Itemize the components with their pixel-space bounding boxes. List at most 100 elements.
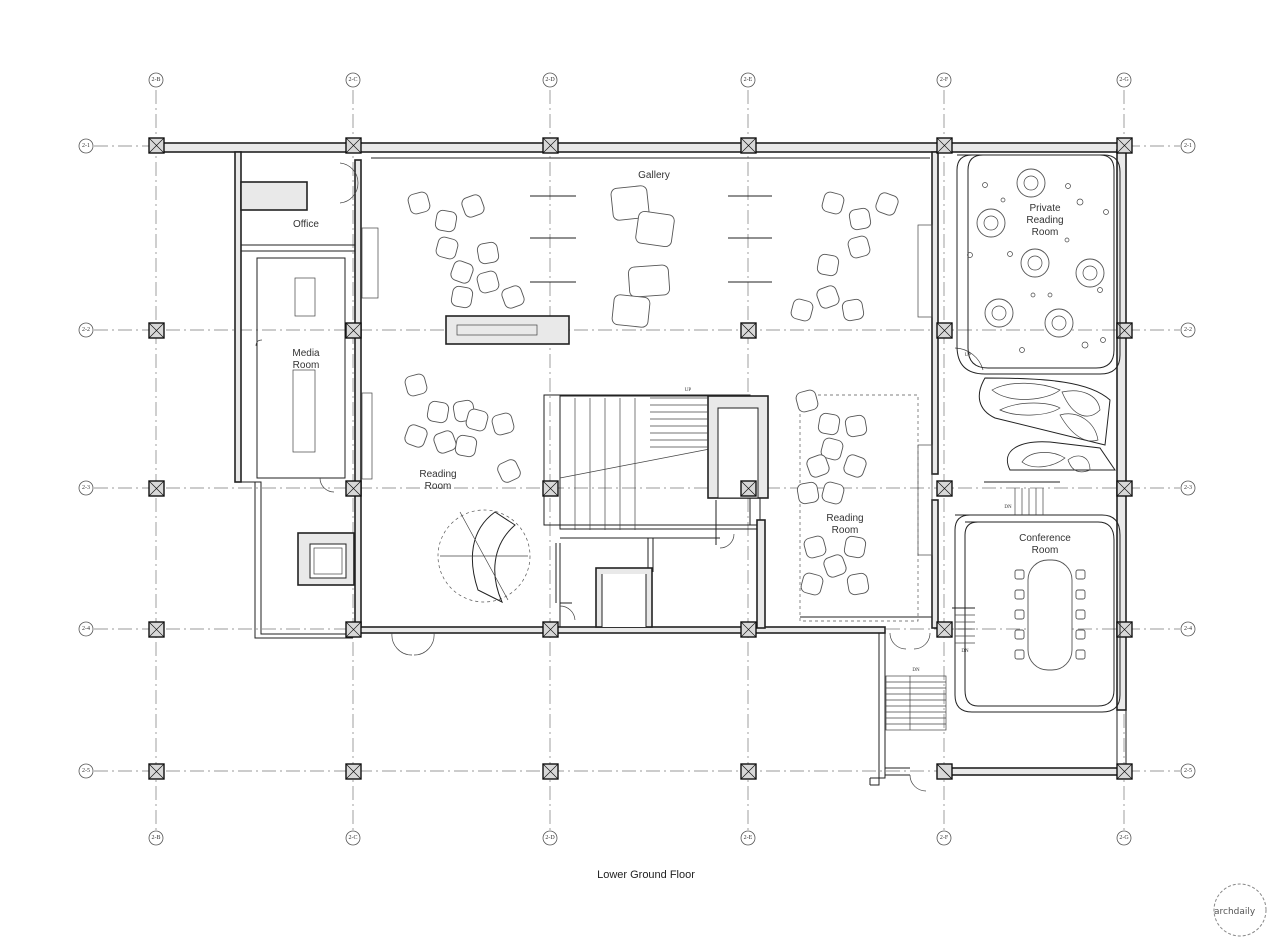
grid-label: 2-3 xyxy=(1184,485,1192,491)
grid-label: 2-E xyxy=(744,835,753,841)
stair-dn-label-right: DN xyxy=(1004,505,1012,510)
grid-label: 2-G xyxy=(1119,835,1129,841)
column xyxy=(148,137,165,154)
grid-label: 2-2 xyxy=(1184,327,1192,333)
column xyxy=(345,480,362,497)
column xyxy=(345,137,362,154)
grid-label: 2-5 xyxy=(82,768,90,774)
column xyxy=(345,763,362,780)
pod xyxy=(1020,248,1050,278)
grid-label: 2-2 xyxy=(82,327,90,333)
column xyxy=(936,763,953,780)
grid-label: 2-C xyxy=(349,77,358,83)
curved-service-area xyxy=(978,377,1116,473)
column xyxy=(740,763,757,780)
pod xyxy=(984,298,1014,328)
column xyxy=(936,322,953,339)
interior-walls xyxy=(240,151,939,629)
reading-room-left-furniture xyxy=(404,373,531,604)
grid-label: 2-F xyxy=(940,835,949,841)
grid-bubbles-top: 2-B 2-C 2-D 2-E 2-F 2-G xyxy=(148,72,1132,88)
decor-dots xyxy=(967,182,1109,353)
column xyxy=(542,763,559,780)
room-label-private-3: Room xyxy=(1032,227,1059,238)
room-label-conference-2: Room xyxy=(1032,545,1059,556)
grid-label: 2-4 xyxy=(1184,626,1192,632)
column xyxy=(148,763,165,780)
column xyxy=(740,621,757,638)
private-reading-room: Private Reading Room UP xyxy=(956,154,1121,375)
secondary-stairs: DN DN DN xyxy=(885,481,1060,731)
room-label-reading-left-2: Room xyxy=(425,481,452,492)
column xyxy=(740,480,757,497)
stair-treads xyxy=(650,397,708,448)
column xyxy=(936,137,953,154)
watermark-text: archdaily xyxy=(1214,907,1256,917)
structural-columns xyxy=(148,137,1133,780)
column xyxy=(542,480,559,497)
grid-label: 2-1 xyxy=(1184,143,1192,149)
stair-dn-label-conference: DN xyxy=(961,649,969,654)
grid-label: 2-4 xyxy=(82,626,90,632)
grid-label: 2-5 xyxy=(1184,768,1192,774)
column xyxy=(1116,763,1133,780)
column xyxy=(1116,621,1133,638)
reading-room-right-furniture xyxy=(795,389,870,596)
grid-label: 2-D xyxy=(545,77,555,83)
column xyxy=(936,480,953,497)
plan-caption: Lower Ground Floor xyxy=(597,869,695,881)
conference-chairs xyxy=(1014,569,1086,660)
room-label-reading-right-1: Reading xyxy=(826,513,863,524)
column xyxy=(148,621,165,638)
grid-bubbles-bottom: 2-B 2-C 2-D 2-E 2-F 2-G xyxy=(148,830,1132,846)
grid-label: 2-1 xyxy=(82,143,90,149)
pod xyxy=(1075,258,1105,288)
room-label-reading-right-2: Room xyxy=(832,525,859,536)
stair-up-label-right: UP xyxy=(965,353,972,358)
grid-label: 2-G xyxy=(1119,77,1129,83)
column xyxy=(345,621,362,638)
exit-stair: DN xyxy=(885,668,947,731)
room-labels: Office Gallery Media Room Reading Room R… xyxy=(292,170,863,536)
main-stair: UP xyxy=(574,388,708,530)
elevator-left xyxy=(297,532,355,586)
column xyxy=(542,137,559,154)
column xyxy=(148,322,165,339)
column xyxy=(542,621,559,638)
gallery-furniture xyxy=(407,185,899,345)
grid-bubbles-right: 2-1 2-2 2-3 2-4 2-5 xyxy=(1180,138,1196,779)
column xyxy=(148,480,165,497)
column xyxy=(1116,137,1133,154)
pod xyxy=(1016,168,1046,198)
column xyxy=(936,621,953,638)
grid-label: 2-C xyxy=(349,835,358,841)
column xyxy=(1116,480,1133,497)
grid-label: 2-3 xyxy=(82,485,90,491)
grid-label: 2-B xyxy=(152,77,161,83)
pod xyxy=(1044,308,1074,338)
watermark-logo: archdaily xyxy=(1213,883,1267,937)
stair-up-label: UP xyxy=(685,388,692,393)
conference-room: Conference Room xyxy=(954,514,1121,713)
grid-bubbles-left: 2-1 2-2 2-3 2-4 2-5 xyxy=(78,138,94,779)
grid-label: 2-E xyxy=(744,77,753,83)
room-label-office: Office xyxy=(293,219,319,230)
column xyxy=(740,322,757,339)
room-label-reading-left-1: Reading xyxy=(419,469,456,480)
grid-label: 2-F xyxy=(940,77,949,83)
column xyxy=(345,322,362,339)
room-label-conference-1: Conference xyxy=(1019,533,1071,544)
stair-dn-label-exit: DN xyxy=(912,668,920,673)
column xyxy=(1116,322,1133,339)
grid-label: 2-D xyxy=(545,835,555,841)
column xyxy=(740,137,757,154)
room-label-private-2: Reading xyxy=(1026,215,1063,226)
room-label-gallery: Gallery xyxy=(638,170,670,181)
room-label-private-1: Private xyxy=(1029,203,1061,214)
room-label-media-2: Room xyxy=(293,360,320,371)
grid-label: 2-B xyxy=(152,835,161,841)
pod xyxy=(976,208,1006,238)
doors xyxy=(319,162,984,792)
room-label-media-1: Media xyxy=(292,348,320,359)
